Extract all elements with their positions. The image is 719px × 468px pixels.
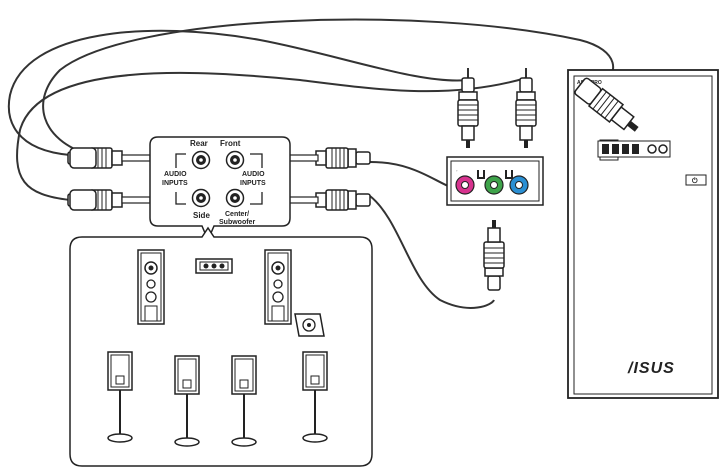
audio-jack-icon[interactable]: [191, 150, 211, 170]
audio-jack-icon[interactable]: [225, 188, 245, 208]
audio-inputs-left-line2: INPUTS: [162, 180, 188, 187]
rca-plug-icon: [315, 147, 371, 169]
audio-jack-icon[interactable]: [455, 175, 475, 195]
power-icon: ⏻: [692, 177, 698, 185]
usb-port-icon[interactable]: [622, 144, 629, 154]
rca-plug-icon: [515, 77, 537, 149]
svg-text:◦: ◦: [456, 168, 458, 173]
center-label: Center/: [225, 211, 249, 218]
speaker-hub: Rear Front Side Center/ Subwoofer AUDIO …: [149, 136, 291, 242]
usb-port-icon[interactable]: [632, 144, 639, 154]
audio-jack-icon[interactable]: [509, 175, 529, 195]
audio-jack-icon[interactable]: [484, 175, 504, 195]
rear-label: Rear: [190, 139, 208, 148]
speaker-icon: [137, 249, 165, 325]
usb-port-icon[interactable]: [602, 144, 609, 154]
speaker-layout-panel: [69, 226, 373, 467]
side-label: Side: [193, 211, 210, 220]
usb-port-icon[interactable]: [612, 144, 619, 154]
subwoofer-icon: [294, 313, 325, 337]
speaker-icon: [264, 249, 292, 325]
audio-jack-icon[interactable]: [647, 144, 657, 154]
rca-plug-icon: [315, 189, 371, 211]
center-speaker-icon: [195, 258, 233, 274]
audio-jack-icon[interactable]: [191, 188, 211, 208]
audio-inputs-left-line1: AUDIO: [164, 171, 187, 178]
audio-inputs-right-line1: AUDIO: [242, 171, 265, 178]
power-button[interactable]: ⏻: [685, 174, 707, 186]
subwoofer-label: Subwoofer: [219, 219, 255, 226]
front-label: Front: [220, 139, 241, 148]
audio-jack-icon[interactable]: [225, 150, 245, 170]
front-io-panel: [597, 140, 671, 158]
brand-logo: /ISUS: [627, 360, 675, 377]
pc-tower: ASUSPRO ⏻ /ISUS: [567, 69, 719, 399]
rca-plug-icon: [483, 219, 505, 291]
audio-inputs-right-line2: INPUTS: [240, 180, 266, 187]
audio-jack-panel: ◦: [446, 156, 544, 206]
audio-jack-icon[interactable]: [658, 144, 668, 154]
rca-plug-icon: [574, 77, 639, 132]
